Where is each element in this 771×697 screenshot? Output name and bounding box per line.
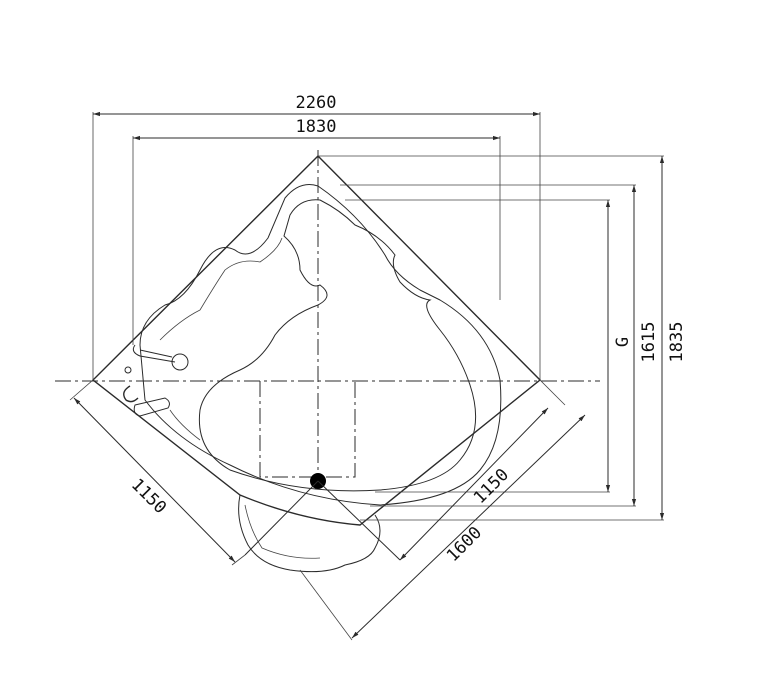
dim-1600-line [351, 414, 586, 639]
dim-side-right: 1150 [470, 465, 513, 508]
dim-overall-depth: 1835 [667, 322, 687, 363]
dim-side-left: 1150 [127, 475, 170, 518]
tub-rim-outline [139, 184, 502, 506]
tub-front-apron [238, 494, 381, 573]
dim-1600-ext-left [299, 569, 353, 641]
tub-outer-outline [91, 155, 542, 526]
dim-overall-width: 2260 [296, 93, 337, 113]
dim-depth-g: G [613, 337, 633, 347]
footwell-outline [259, 381, 356, 478]
drain-leader-left [244, 480, 319, 556]
dim-inner-width: 1830 [296, 117, 337, 137]
dim-inner-depth: 1615 [639, 322, 659, 363]
dim-diagonal: 1600 [443, 523, 486, 566]
tub-front-apron-inner [244, 504, 321, 559]
drain-leader-right [317, 480, 401, 561]
dim-1150-left-ext-bottom [231, 554, 246, 566]
tub-basin-contour [198, 199, 477, 492]
dim-1150-left-ext-top [69, 379, 94, 401]
dim-1150-right-ext-top [539, 379, 566, 406]
tub-seat-contour [159, 237, 283, 441]
dim-1150-left-line [73, 397, 236, 563]
